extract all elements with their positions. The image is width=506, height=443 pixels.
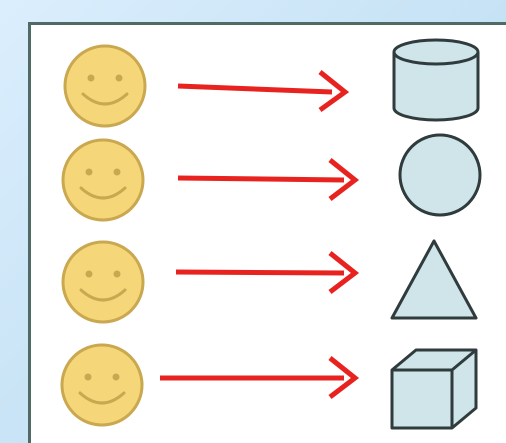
diagram-row-1	[63, 38, 480, 128]
smiley-face-icon	[63, 44, 147, 128]
diagram-row-3	[61, 239, 478, 324]
cylinder-icon	[392, 38, 480, 122]
circle-icon	[398, 133, 482, 217]
arrow-icon	[175, 251, 360, 294]
triangle-icon	[390, 239, 478, 320]
diagram-row-4	[60, 343, 478, 430]
smiley-face-icon	[61, 240, 145, 324]
cube-icon	[390, 348, 478, 430]
smiley-face-icon	[61, 138, 145, 222]
smiley-face-icon	[60, 343, 144, 427]
diagram-row-2	[61, 133, 482, 222]
arrow-icon	[160, 356, 360, 399]
arrow-icon	[177, 158, 360, 201]
arrow-icon	[177, 70, 350, 113]
